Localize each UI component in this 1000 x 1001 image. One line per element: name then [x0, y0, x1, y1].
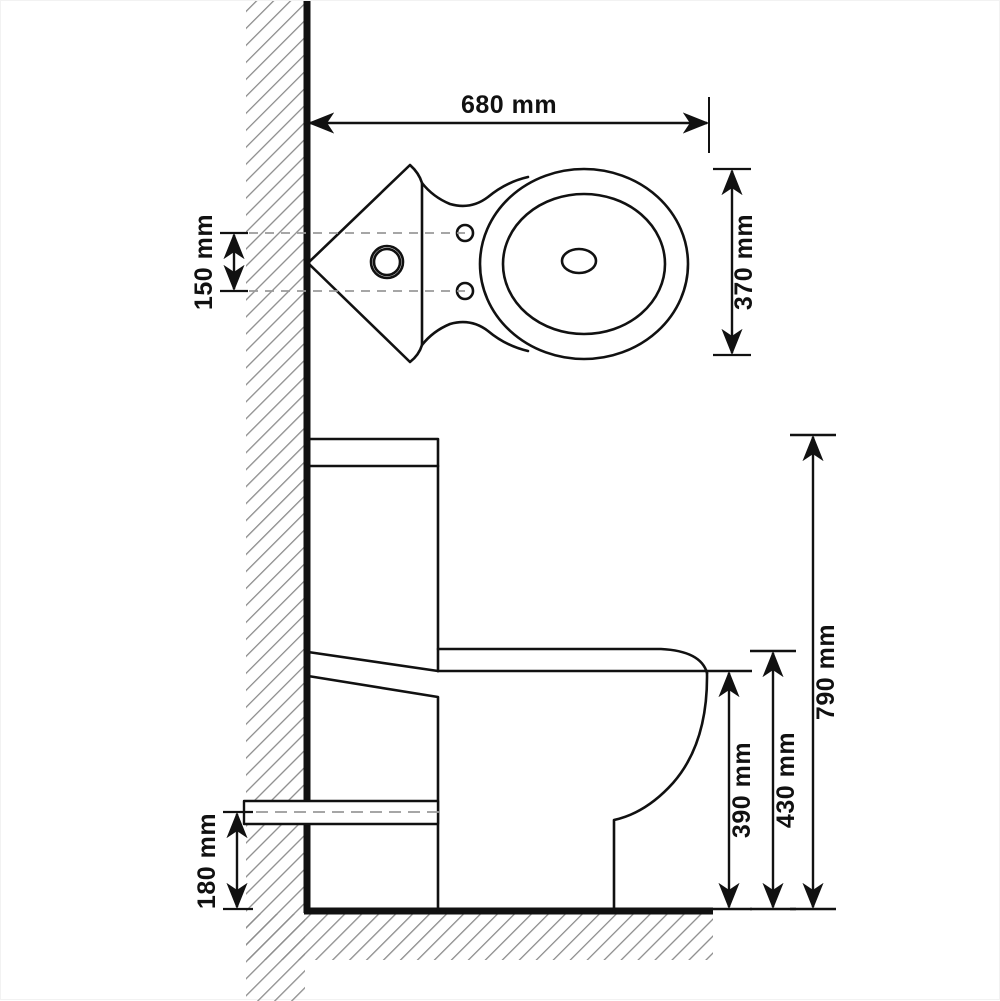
- wall-hatch: [246, 1, 305, 1001]
- dimension-180mm: [223, 810, 253, 911]
- dimension-390mm: [707, 669, 752, 911]
- top-view-bowl-outer: [478, 167, 690, 361]
- dim-label-390mm: 390 mm: [728, 742, 756, 838]
- dimension-790mm: [790, 433, 836, 911]
- top-view-base-outline: [306, 163, 424, 364]
- top-view-group: [306, 163, 690, 364]
- dim-label-370mm: 370 mm: [730, 214, 758, 310]
- dim-label-430mm: 430 mm: [772, 732, 800, 828]
- top-view-neck-outline: [420, 175, 530, 208]
- dim-label-180mm: 180 mm: [193, 813, 221, 909]
- floor-group: [246, 907, 713, 960]
- top-view-bowl-inner: [501, 192, 667, 336]
- dim-label-790mm: 790 mm: [812, 624, 840, 720]
- side-view-group: [242, 437, 709, 913]
- dim-label-680mm: 680 mm: [461, 91, 557, 119]
- top-view-bowl-centre-hole: [560, 247, 598, 275]
- top-view-centrelines: [233, 232, 465, 292]
- bowl-back-lower-slope: [306, 674, 440, 913]
- seat-outline: [436, 647, 709, 675]
- dim-label-150mm: 150 mm: [190, 214, 218, 310]
- dimension-370mm: [713, 167, 751, 357]
- top-view-neck-outline-lower: [420, 320, 530, 353]
- flush-valve-outer-ring: [369, 244, 405, 280]
- flush-valve-inner-ring: [372, 247, 402, 277]
- dimension-680mm: [307, 97, 710, 153]
- cistern-outline: [306, 437, 440, 673]
- floor-hatch: [246, 914, 713, 960]
- dimension-430mm: [750, 649, 796, 911]
- dimension-150mm: [220, 231, 248, 293]
- bowl-profile-outline: [612, 671, 709, 913]
- wall-group: [246, 1, 311, 1001]
- bowl-back-upper-slope: [306, 650, 440, 673]
